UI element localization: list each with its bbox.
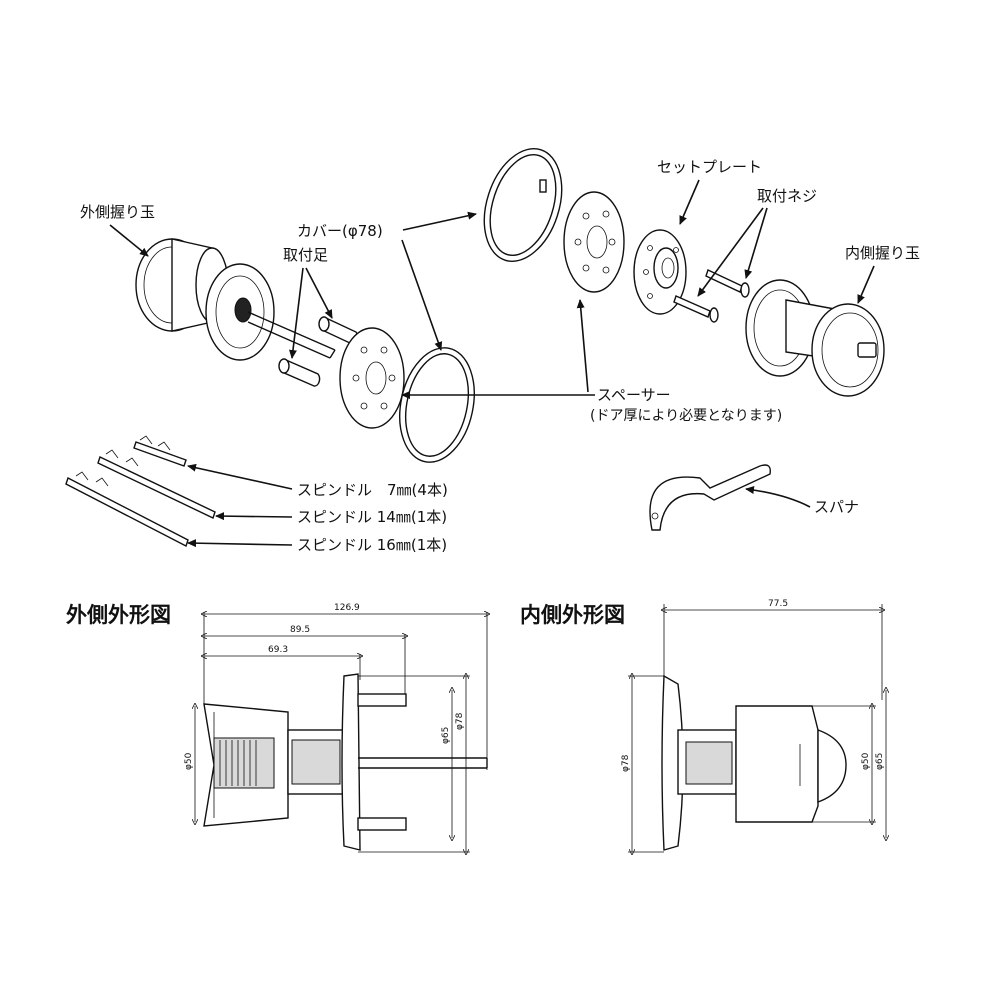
outer-dim-short: 69.3 — [268, 645, 288, 655]
spindle-14-label: スピンドル 14㎜(1本) — [297, 508, 447, 526]
outer-dim-rose-78: φ78 — [455, 712, 465, 730]
outer-knob-part — [135, 238, 336, 361]
outer-dim-total: 126.9 — [334, 603, 360, 613]
inner-knob-part — [745, 279, 885, 397]
inner-dim-knob-dia: φ50 — [861, 752, 871, 770]
outer-dim-rose-65: φ65 — [441, 727, 451, 744]
mounting-screw-label: 取付ネジ — [757, 187, 817, 205]
spanner-label: スパナ — [814, 498, 859, 516]
outer-dim-knob-dia: φ50 — [184, 752, 194, 770]
mounting-screw-parts — [673, 269, 750, 323]
outer-dim-mid: 89.5 — [290, 625, 310, 635]
inner-dim-rose-65: φ65 — [875, 753, 885, 770]
spacer-label-line2: (ドア厚により必要となります) — [590, 408, 782, 424]
spacer-back-part — [563, 191, 625, 293]
set-plate-label: セットプレート — [657, 158, 762, 176]
inner-dim-total: 77.5 — [768, 599, 788, 609]
inner-view-drawing — [628, 604, 886, 852]
spanner-part — [649, 464, 771, 531]
inner-view-title: 内側外形図 — [520, 603, 625, 627]
cover-back-part — [483, 148, 563, 262]
outer-view-drawing — [195, 612, 487, 852]
set-plate-part — [633, 229, 687, 315]
spacer-label-line1: スペーサー — [597, 386, 671, 404]
spindle-7-label: スピンドル 7㎜(4本) — [297, 481, 448, 499]
inner-knob-label: 内側握り玉 — [845, 244, 920, 262]
outer-knob-label: 外側握り玉 — [80, 203, 155, 221]
spacer-front-part — [339, 327, 405, 429]
mounting-leg-label: 取付足 — [283, 246, 328, 264]
spindle-parts — [65, 435, 216, 547]
inner-dim-rose-78: φ78 — [621, 754, 631, 772]
cover-label: カバー(φ78) — [297, 222, 383, 240]
spindle-16-label: スピンドル 16㎜(1本) — [297, 536, 447, 554]
cover-front-part — [399, 347, 475, 463]
outer-view-title: 外側外形図 — [66, 603, 171, 627]
